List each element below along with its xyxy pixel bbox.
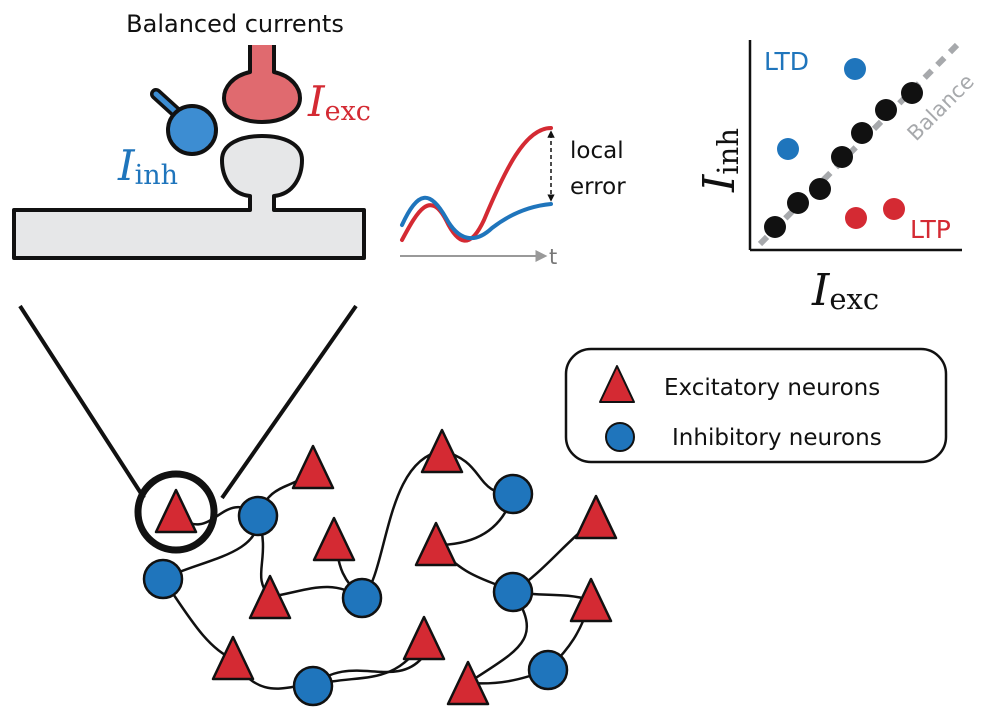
balanced-points [764, 82, 923, 238]
exc-current-label: Iexc [307, 77, 371, 127]
synapse-panel: Balanced currents Iexc Iinh [12, 10, 371, 260]
zoom-cone [18, 304, 358, 554]
balanced-point [809, 178, 831, 200]
dendrite [12, 134, 366, 260]
trace-panel: t local error [400, 126, 626, 269]
excitatory-neuron [248, 574, 292, 620]
inhibitory-legend-label: Inhibitory neurons [672, 425, 882, 451]
balanced-point [901, 82, 923, 104]
time-axis-label: t [549, 245, 557, 269]
zoom-circle [134, 470, 218, 554]
legend-box [564, 347, 948, 464]
excitatory-neurons [154, 428, 618, 706]
local-error-label-line2: error [570, 174, 626, 200]
inhibitory-trace [400, 195, 553, 241]
excitatory-neuron [402, 615, 446, 661]
inhibitory-neuron [292, 665, 334, 707]
ltp-point [845, 207, 867, 229]
inhibitory-neuron [142, 558, 184, 600]
balanced-point [764, 216, 786, 238]
balanced-point [875, 99, 897, 121]
excitatory-neuron [312, 516, 356, 562]
balanced-point [851, 122, 873, 144]
inh-current-label: Iinh [117, 141, 178, 191]
inhibitory-neuron [492, 473, 534, 515]
excitatory-neuron [569, 577, 613, 623]
ltd-point [777, 138, 799, 160]
balance-line [757, 37, 965, 247]
excitatory-neuron [420, 428, 464, 474]
excitatory-trace [400, 126, 553, 243]
balance-label: Balance [903, 69, 979, 145]
inhibitory-neuron [492, 571, 534, 613]
scatter-x-label: Iexc [811, 265, 879, 316]
inhibitory-neuron [527, 649, 569, 691]
excitatory-neuron [414, 521, 458, 567]
excitatory-neuron [154, 488, 198, 534]
synapse-title: Balanced currents [126, 10, 344, 38]
excitatory-neuron [446, 660, 490, 706]
ltd-point [844, 58, 866, 80]
inhibitory-neuron [341, 577, 383, 619]
excitatory-neuron [291, 444, 335, 490]
ltp-label: LTP [910, 215, 951, 244]
ltp-point [883, 198, 905, 220]
scatter-y-label: Iinh [694, 128, 745, 193]
inhibitory-neurons [142, 473, 569, 707]
balanced-point [787, 192, 809, 214]
excitatory-neuron [574, 494, 618, 540]
balanced-point [831, 146, 853, 168]
neuron-network [142, 428, 618, 707]
excitatory-neuron [211, 635, 255, 681]
inhibitory-neuron [237, 495, 279, 537]
excitatory-legend-label: Excitatory neurons [664, 375, 880, 401]
plasticity-scatter-panel: Balance LTD LTP Iexc Iinh [694, 37, 979, 316]
inhibitory-legend-icon [605, 422, 635, 452]
legend: Excitatory neurons Inhibitory neurons [564, 347, 948, 464]
ltd-label: LTD [764, 47, 809, 76]
inhibitory-terminal [150, 88, 218, 156]
excitatory-legend-icon [599, 365, 635, 403]
excitatory-terminal [222, 45, 302, 124]
local-error-label-line1: local [570, 138, 624, 164]
